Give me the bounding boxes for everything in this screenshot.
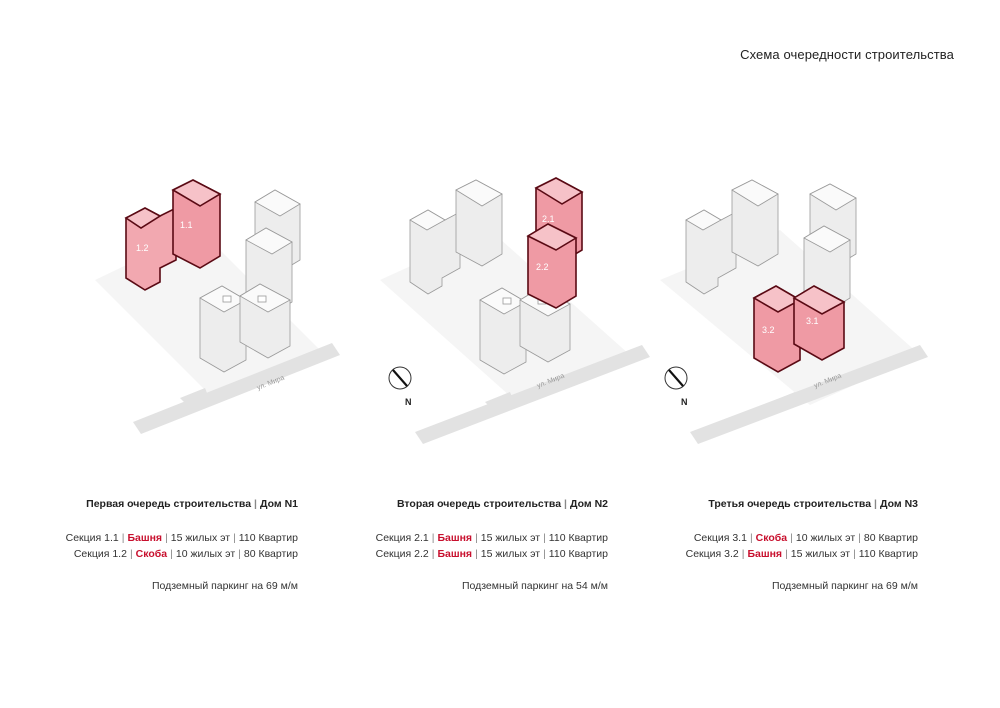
parking-text: Подземный паркинг на 54 м/м [461, 580, 608, 592]
stage-heading: Вторая очередь строительства|Дом N2 [396, 498, 608, 510]
section-row: Секция 1.1|Башня|15 жилых эт|110 Квартир [65, 532, 298, 544]
building-highlight [526, 177, 584, 309]
stage-heading: Третья очередь строительства|Дом N3 [708, 498, 918, 510]
compass-icon: N [664, 366, 688, 407]
compass-icon: N [388, 366, 412, 407]
building-grey [199, 189, 301, 373]
section-label: 2.2 [536, 262, 549, 272]
parking-text: Подземный паркинг на 69 м/м [151, 580, 298, 592]
panel-stage-2: ул. Мира N 2.1 2.2 [310, 0, 650, 708]
section-label: 1.2 [136, 243, 149, 253]
section-label: 1.1 [180, 220, 193, 230]
stage-info: Третья очередь строительства|Дом N3 Секц… [686, 498, 918, 592]
section-row: Секция 2.1|Башня|15 жилых эт|110 Квартир [375, 532, 608, 544]
road [690, 345, 928, 444]
panel-stage-3: ул. Мира N 3.1 3.2 Третья очередь стр [620, 0, 940, 708]
road [133, 343, 340, 434]
building-grey [409, 179, 571, 375]
section-row: Секция 3.1|Скоба|10 жилых эт|80 Квартир [693, 532, 918, 544]
road-branch [485, 392, 515, 412]
section-row: Секция 2.2|Башня|15 жилых эт|110 Квартир [375, 548, 608, 560]
parking-text: Подземный паркинг на 69 м/м [771, 580, 918, 592]
svg-text:N: N [405, 397, 412, 407]
svg-text:N: N [681, 397, 688, 407]
section-label: 3.1 [806, 316, 819, 326]
road [415, 345, 650, 444]
stage-heading: Первая очередь строительства|Дом N1 [86, 498, 298, 510]
site-plan-2: ул. Мира N 2.1 2.2 [380, 177, 650, 444]
building-highlight [752, 285, 846, 373]
stage-info: Вторая очередь строительства|Дом N2 Секц… [376, 498, 608, 592]
building-grey [685, 179, 857, 311]
stage-info: Первая очередь строительства|Дом N1 Секц… [66, 498, 298, 592]
site-plan-1: ул. Мира 1.1 1.2 [95, 179, 340, 434]
section-label: 3.2 [762, 325, 775, 335]
road-branch [180, 388, 210, 408]
section-row: Секция 1.2|Скоба|10 жилых эт|80 Квартир [73, 548, 298, 560]
section-row: Секция 3.2|Башня|15 жилых эт|110 Квартир [685, 548, 918, 560]
page-title: Схема очередности строительства [740, 47, 954, 62]
road-branch [770, 392, 800, 412]
panel-stage-1: ул. Мира 1.1 1.2 Первая очередь строител… [0, 0, 340, 708]
building-highlight [124, 179, 222, 291]
site-plan-3: ул. Мира N 3.1 3.2 [660, 179, 928, 444]
section-label: 2.1 [542, 214, 555, 224]
